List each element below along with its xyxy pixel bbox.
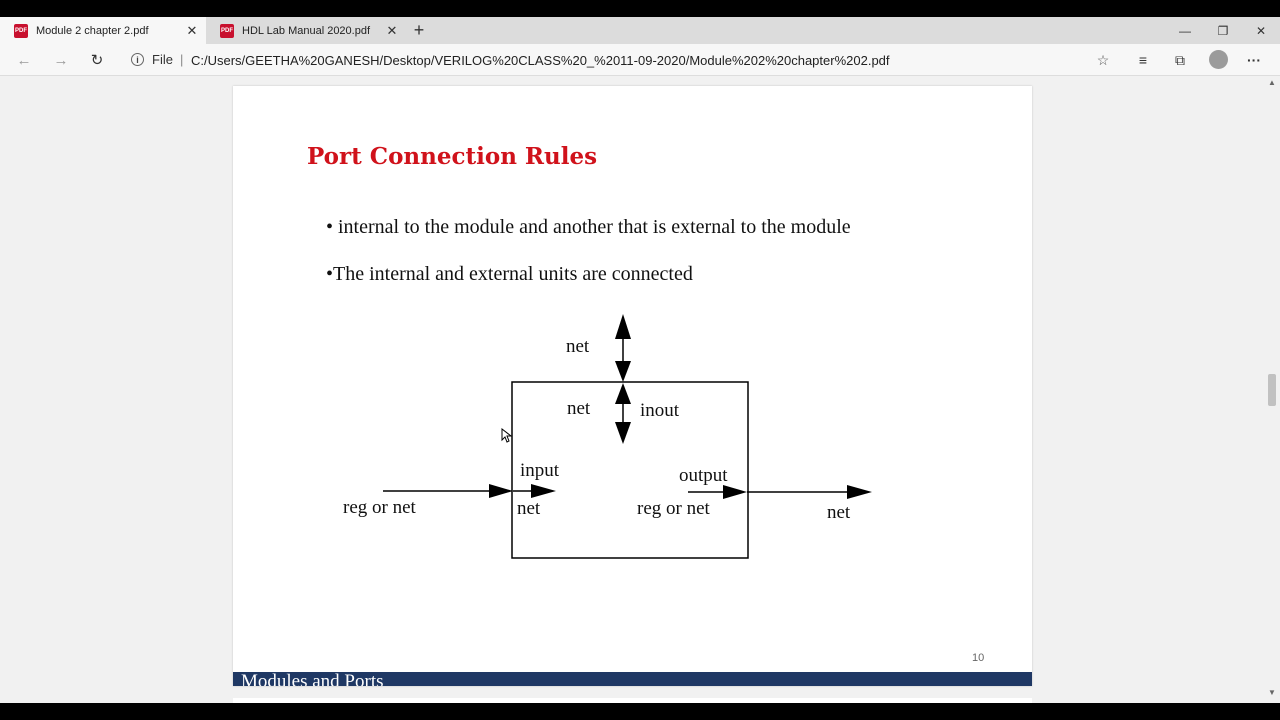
page-number: 10 [972, 652, 985, 664]
arrow-head-down [615, 361, 631, 382]
vertical-scrollbar[interactable]: ▲ ▼ [1264, 76, 1280, 703]
favorites-icon[interactable]: ≡ [1138, 52, 1148, 68]
close-icon[interactable]: ✕ [186, 22, 198, 38]
refresh-icon[interactable]: ↻ [90, 52, 104, 69]
slide-footer: Modules and Ports [233, 672, 1032, 686]
tab-module-2-chapter-2[interactable]: PDF Module 2 chapter 2.pdf ✕ [0, 17, 206, 44]
footer-text: Modules and Ports [241, 672, 384, 686]
pdf-icon: PDF [220, 23, 234, 38]
bullet-item: • internal to the module and another tha… [326, 216, 851, 238]
port-connection-diagram: net net inout input net reg or net outpu… [343, 314, 872, 559]
bullet-item: •The internal and external units are con… [326, 263, 693, 285]
star-icon[interactable]: ☆ [1096, 51, 1110, 68]
tab-title: Module 2 chapter 2.pdf [36, 24, 149, 37]
label-net-top-inside: net [567, 398, 591, 419]
letterbox-bottom [0, 703, 1280, 720]
label-net-right: net [827, 502, 851, 523]
arrow-head-down [615, 422, 631, 444]
letterbox-top [0, 0, 1280, 17]
minimize-button[interactable]: — [1179, 23, 1191, 38]
address-toolbar: ← → ↻ i File | ☆ ≡ ⧉ ··· [0, 44, 1280, 76]
scroll-down-icon[interactable]: ▼ [1268, 688, 1276, 697]
back-arrow-icon[interactable]: ← [16, 51, 32, 69]
arrow-head-up [615, 314, 631, 339]
label-inout: inout [640, 400, 680, 421]
arrow-head-right [847, 485, 872, 499]
profile-icon[interactable] [1209, 50, 1228, 69]
label-input: input [520, 460, 560, 481]
tab-hdl-lab-manual[interactable]: PDF HDL Lab Manual 2020.pdf ✕ [206, 17, 406, 44]
address-input[interactable] [191, 51, 1071, 69]
restore-button[interactable]: ❐ [1217, 23, 1229, 38]
close-window-button[interactable]: ✕ [1255, 23, 1267, 38]
slide-title: Port Connection Rules [307, 143, 598, 170]
scroll-thumb[interactable] [1268, 374, 1276, 406]
next-pdf-page [233, 698, 1032, 703]
collections-icon[interactable]: ⧉ [1175, 51, 1185, 68]
more-icon[interactable]: ··· [1247, 52, 1261, 68]
module-box [511, 381, 749, 559]
arrow-head-right [489, 484, 513, 498]
label-input-net: net [517, 498, 541, 519]
info-icon[interactable]: i [131, 53, 144, 66]
tab-title: HDL Lab Manual 2020.pdf [242, 24, 371, 37]
label-reg-or-net-left: reg or net [343, 497, 417, 518]
pdf-icon: PDF [14, 23, 28, 38]
pdf-page: Port Connection Rules • internal to the … [233, 86, 1032, 686]
close-icon[interactable]: ✕ [386, 22, 398, 38]
forward-arrow-icon[interactable]: → [53, 51, 69, 69]
pdf-viewer[interactable]: Port Connection Rules • internal to the … [0, 76, 1264, 703]
arrow-head-right [723, 485, 747, 499]
arrow-head-right [531, 484, 556, 498]
address-separator: | [180, 52, 184, 67]
tab-strip: PDF Module 2 chapter 2.pdf ✕ PDF HDL Lab… [0, 17, 1280, 44]
scroll-up-icon[interactable]: ▲ [1268, 78, 1276, 87]
label-net-top-outside: net [566, 336, 590, 357]
arrow-head-up [615, 383, 631, 404]
scheme-label: File [152, 52, 173, 67]
label-output: output [679, 465, 728, 486]
plus-icon[interactable]: + [413, 20, 425, 40]
mouse-cursor-icon [501, 428, 513, 443]
label-output-reg-or-net: reg or net [637, 498, 711, 519]
window-controls: — ❐ ✕ [1166, 17, 1280, 44]
